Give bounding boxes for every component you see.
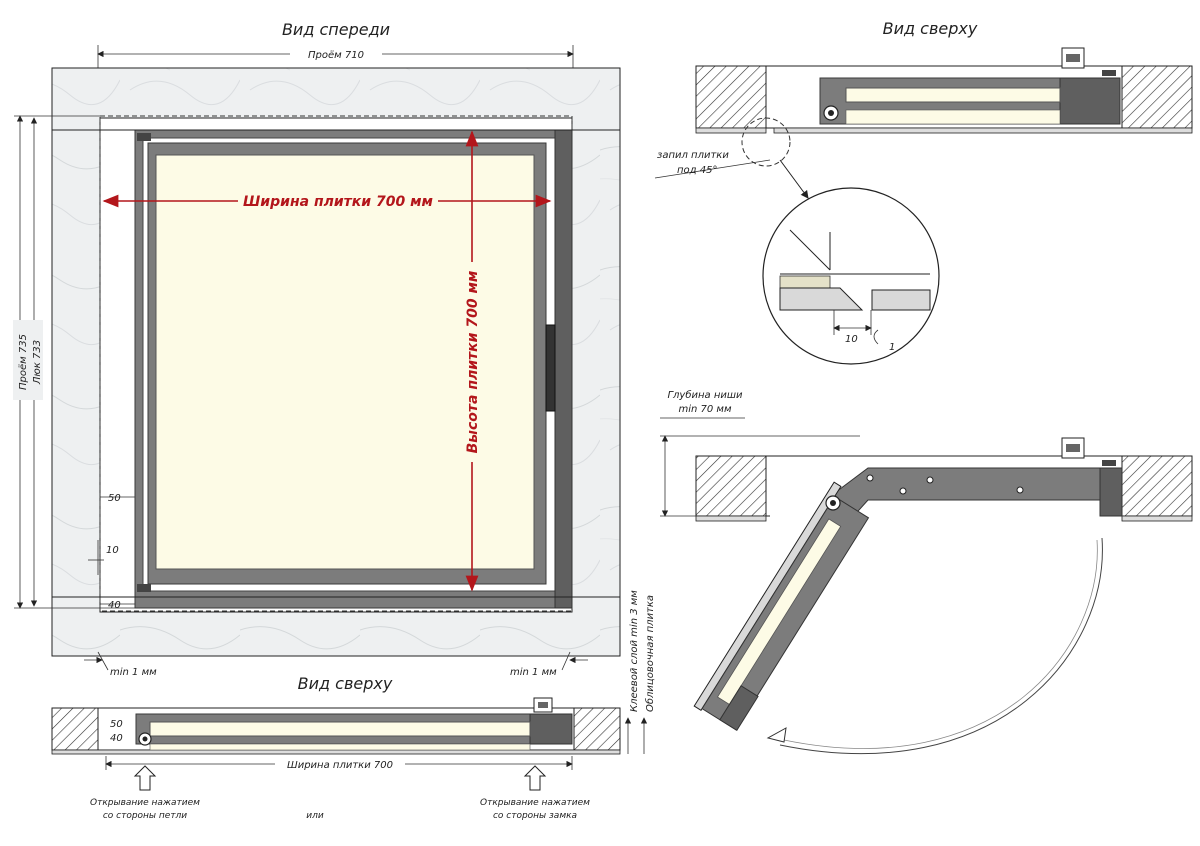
tile-height-label: Высота плитки 700 мм (465, 271, 481, 454)
hinge-top (137, 133, 151, 141)
top-view-bottom-title: Вид сверху (298, 674, 393, 693)
opening-height-label: Проём 735 (18, 334, 29, 390)
bottom-dim-40: 40 (110, 733, 123, 744)
swing-arc (779, 537, 1103, 755)
front-view: Вид спереди Проём 710 Ширина плитки 700 … (13, 20, 621, 678)
detail-circle (762, 187, 940, 365)
open-hinge-line2: со стороны петли (103, 811, 187, 821)
dim-10-label: 10 (106, 545, 119, 556)
cut-line2: под 45° (677, 165, 717, 176)
or-label: или (306, 811, 324, 821)
niche-line1: Глубина ниши (667, 389, 743, 401)
bottom-tile-width-label: Ширина плитки 700 (287, 760, 393, 771)
hatch-height-label: Люк 733 (32, 340, 43, 385)
bottom-dim-50: 50 (110, 719, 123, 730)
top-view-bottom: Вид сверху 50 40 Ширина плитки 700 Клеев… (51, 590, 656, 821)
top-view-right-title: Вид сверху (883, 19, 978, 38)
facing-tile-label: Облицовочная плитка (644, 595, 656, 712)
front-view-title: Вид спереди (282, 20, 390, 39)
top-view-right: Вид сверху запил плитки под 45° 10 1 (654, 19, 1193, 365)
swing-arrow-icon (766, 727, 787, 743)
glue-layer-label: Клеевой слой min 3 мм (629, 590, 640, 712)
lock (545, 324, 556, 412)
open-lock-line1: Открывание нажатием (480, 798, 590, 808)
cut-detail-marker (741, 117, 791, 167)
hinge-bottom (137, 584, 151, 592)
cut-line1: запил плитки (657, 150, 729, 161)
open-hinge-line1: Открывание нажатием (90, 798, 200, 808)
open-view: Глубина ниши min 70 мм (660, 389, 1193, 755)
opening-width-label: Проём 710 (308, 50, 364, 61)
detail-dim-10: 10 (845, 334, 858, 345)
niche-line2: min 70 мм (678, 404, 731, 415)
tile-outline (99, 115, 573, 612)
tile-width-label: Ширина плитки 700 мм (243, 194, 433, 210)
dim-50-label: 50 (108, 493, 121, 504)
open-lock-line2: со стороны замка (493, 811, 577, 821)
gap-left-label: min 1 мм (110, 667, 157, 678)
gap-right-label: min 1 мм (510, 667, 557, 678)
dim-40-label: 40 (108, 600, 121, 611)
push-arrow-lock-icon (523, 765, 547, 791)
detail-dim-1: 1 (889, 342, 895, 353)
push-arrow-hinge-icon (133, 765, 157, 791)
